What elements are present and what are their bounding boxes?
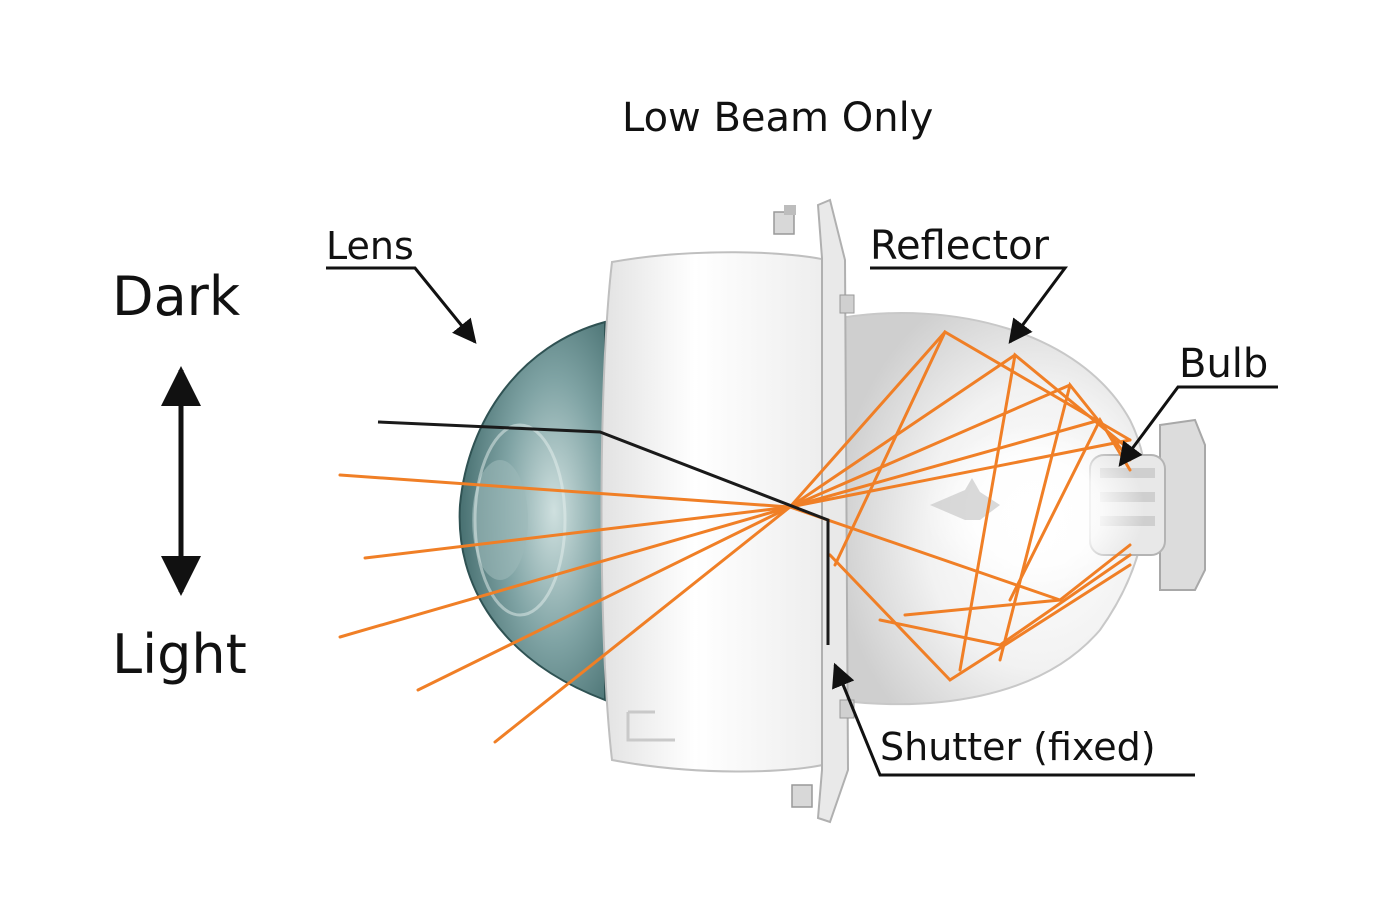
cutoff-line	[377, 420, 830, 645]
light-rays	[338, 329, 1132, 744]
bulb-leader	[1118, 385, 1278, 467]
reflector-label: Reflector	[870, 223, 1050, 269]
shutter-leader	[832, 662, 1195, 777]
flange-shape	[816, 198, 850, 824]
lens-label: Lens	[326, 224, 414, 268]
lens-leader	[326, 266, 477, 344]
diagram-title: Low Beam Only	[622, 95, 934, 141]
housing-shape	[600, 251, 836, 773]
light-label: Light	[112, 623, 247, 686]
bulb-label: Bulb	[1179, 341, 1269, 387]
shutter-label: Shutter (fixed)	[880, 725, 1156, 769]
lens-shape	[458, 320, 606, 702]
reflector-leader	[870, 266, 1068, 344]
dark-label: Dark	[112, 265, 241, 328]
